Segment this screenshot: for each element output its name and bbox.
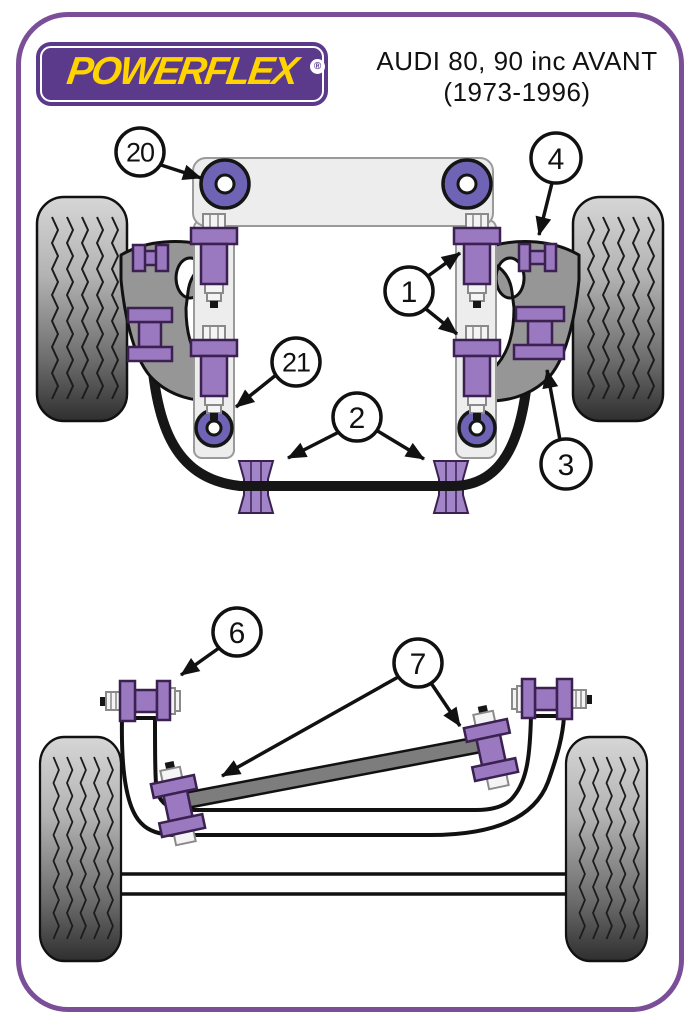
svg-text:21: 21 <box>282 348 310 378</box>
rear-axle-beam <box>90 872 610 896</box>
anti-roll-bar <box>145 337 535 491</box>
svg-text:20: 20 <box>126 138 154 168</box>
svg-text:4: 4 <box>548 143 565 176</box>
vehicle-years: (1973-1996) <box>443 77 591 107</box>
powerflex-logo: POWERFLEX ® <box>36 42 328 106</box>
brand-wordmark: POWERFLEX <box>64 50 300 93</box>
front-suspension-diagram: 20 4 1 21 2 3 <box>35 126 665 514</box>
subframe-mount-bush-top-right <box>441 158 493 210</box>
registered-trademark-icon: ® <box>310 59 325 74</box>
vehicle-model: AUDI 80, 90 inc AVANT <box>376 46 658 76</box>
svg-text:3: 3 <box>558 449 575 482</box>
svg-text:6: 6 <box>229 617 246 650</box>
front-right-tire <box>571 195 665 423</box>
arm-front-bush-left <box>131 243 170 273</box>
arm-rear-bush-right <box>512 305 566 361</box>
callout-21: 21 <box>234 336 322 409</box>
page-border-frame <box>16 12 684 1012</box>
callout-1: 1 <box>383 251 462 336</box>
rear-beam-mount-bush-left <box>98 679 182 723</box>
arm-front-bush-right <box>517 242 558 273</box>
subframe-mount-bush-bottom-left <box>194 408 234 448</box>
subframe-crossmember <box>192 157 494 227</box>
callout-20: 20 <box>114 126 202 181</box>
svg-text:7: 7 <box>410 648 427 681</box>
callout-2: 2 <box>287 391 425 461</box>
front-left-tire <box>35 195 129 423</box>
callout-4: 4 <box>529 131 583 236</box>
arm-rear-bush-left <box>126 306 174 363</box>
callout-7: 7 <box>221 637 462 778</box>
rear-suspension-diagram: 6 7 <box>38 606 649 963</box>
callout-3: 3 <box>539 369 593 491</box>
svg-text:2: 2 <box>349 402 366 435</box>
svg-text:1: 1 <box>401 276 418 309</box>
rear-left-tire <box>38 735 123 963</box>
rear-beam-mount-bush-right <box>510 677 594 721</box>
callout-6: 6 <box>179 606 263 677</box>
rear-right-tire <box>564 735 649 963</box>
page-title: AUDI 80, 90 inc AVANT (1973-1996) <box>352 46 682 108</box>
powerflex-logo-inner: POWERFLEX <box>40 46 324 102</box>
subframe-mount-bush-top-left <box>199 158 251 210</box>
